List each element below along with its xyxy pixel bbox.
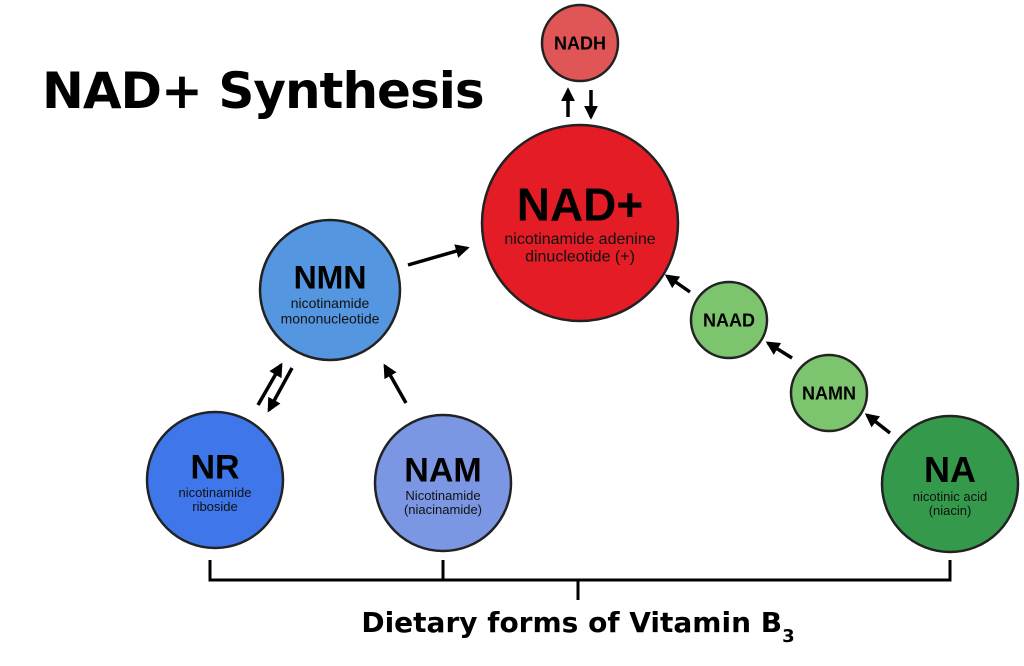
node-naad: NAAD (689, 280, 769, 360)
node-abbr: NAAD (703, 310, 755, 330)
node-nadh: NADH (540, 3, 620, 83)
node-circle (373, 413, 513, 553)
node-circle (689, 280, 769, 360)
node-full-name: dinucleotide (+) (525, 248, 635, 265)
node-full-name: nicotinamide (179, 485, 252, 500)
arrow-namn-to-naad (765, 341, 793, 360)
node-circle (258, 218, 402, 362)
arrow-nam-to-nmn (383, 363, 408, 404)
node-full-name: nicotinamide (291, 295, 370, 311)
node-full-name: nicotinic acid (913, 489, 987, 504)
node-circle (880, 414, 1020, 554)
node-circle (480, 123, 680, 323)
arrow-nmn-to-nr (267, 367, 294, 413)
node-abbr: NAD+ (517, 179, 644, 231)
arrow-naad-to-nadp (664, 274, 691, 294)
node-full-name: (niacinamide) (404, 502, 482, 517)
footer-label: Dietary forms of Vitamin B3 (361, 606, 794, 647)
arrow-na-to-namn (864, 413, 892, 435)
node-circle (789, 353, 869, 433)
node-abbr: NAM (404, 451, 481, 489)
node-full-name: mononucleotide (281, 311, 380, 327)
node-abbr: NMN (294, 259, 367, 295)
bracket-line (208, 560, 952, 600)
edges-layer (256, 87, 892, 435)
node-abbr: NA (924, 449, 976, 490)
node-full-name: Nicotinamide (405, 488, 480, 503)
node-abbr: NR (190, 448, 239, 486)
node-namn: NAMN (789, 353, 869, 433)
node-circle (145, 410, 285, 550)
node-abbr: NADH (554, 33, 606, 53)
diagram-title: NAD+ Synthesis (42, 62, 485, 120)
node-abbr: NAMN (802, 383, 856, 403)
arrow-nr-to-nmn (256, 362, 283, 406)
node-full-name: nicotinamide adenine (504, 231, 655, 248)
nodes-layer: NADH NAD+nicotinamide adeninedinucleotide… (145, 3, 1020, 554)
node-full-name: (niacin) (929, 503, 972, 518)
node-circle (540, 3, 620, 83)
dietary-forms-bracket: Dietary forms of Vitamin B3 (208, 560, 952, 647)
arrow-nmn-to-nadp (407, 244, 470, 267)
node-full-name: riboside (192, 499, 238, 514)
